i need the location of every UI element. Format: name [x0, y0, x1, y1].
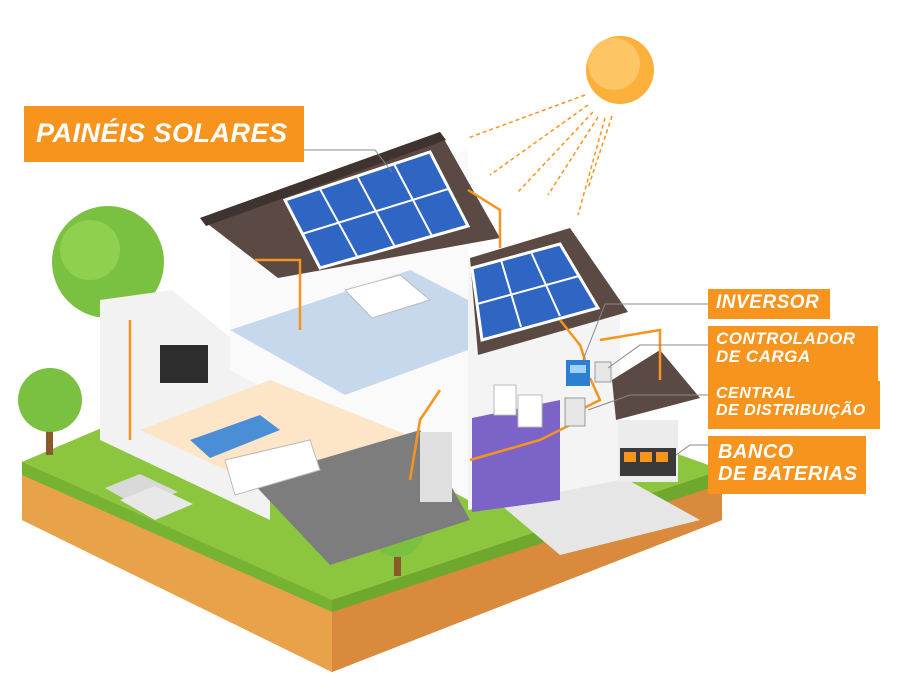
charge-controller-device: [594, 361, 612, 383]
label-charge-controller-line2: DE CARGA: [716, 347, 811, 367]
label-distribution-line1: CENTRAL: [716, 385, 796, 402]
label-battery-bank-line1: BANCO: [718, 441, 794, 463]
label-inverter-text: INVERSOR: [716, 292, 820, 313]
label-charge-controller-line1: CONTROLADOR: [716, 329, 856, 348]
tv: [160, 345, 208, 383]
label-solar-panels-text: PAINÉIS SOLARES: [36, 118, 288, 148]
tree-left-back: [52, 206, 164, 360]
label-inverter: INVERSOR: [708, 289, 830, 319]
label-charge-controller: CONTROLADOR DE CARGA: [708, 326, 878, 382]
label-distribution-line2: DE DISTRIBUIÇÃO: [716, 402, 866, 420]
battery-bank-device: [620, 448, 676, 476]
solar-panel-right: [470, 242, 601, 342]
washing-machines: [493, 384, 543, 428]
kitchen-counter: [224, 432, 452, 502]
wiring: [128, 188, 662, 481]
label-solar-panels: PAINÉIS SOLARES: [24, 106, 304, 162]
tree-left-front: [18, 368, 82, 455]
inverter-device: [566, 360, 590, 386]
sofa: [190, 415, 280, 458]
label-distribution: CENTRAL DE DISTRIBUIÇÃO: [708, 381, 880, 429]
leader-lines: [304, 149, 708, 456]
sun-icon: [586, 36, 654, 104]
label-battery-bank: BANCO DE BATERIAS: [708, 436, 866, 494]
sun-rays: [467, 94, 613, 216]
distribution-panel-device: [564, 397, 586, 427]
bed: [344, 274, 432, 319]
label-battery-bank-line2: DE BATERIAS: [718, 462, 858, 485]
solar-panel-main: [282, 150, 471, 270]
